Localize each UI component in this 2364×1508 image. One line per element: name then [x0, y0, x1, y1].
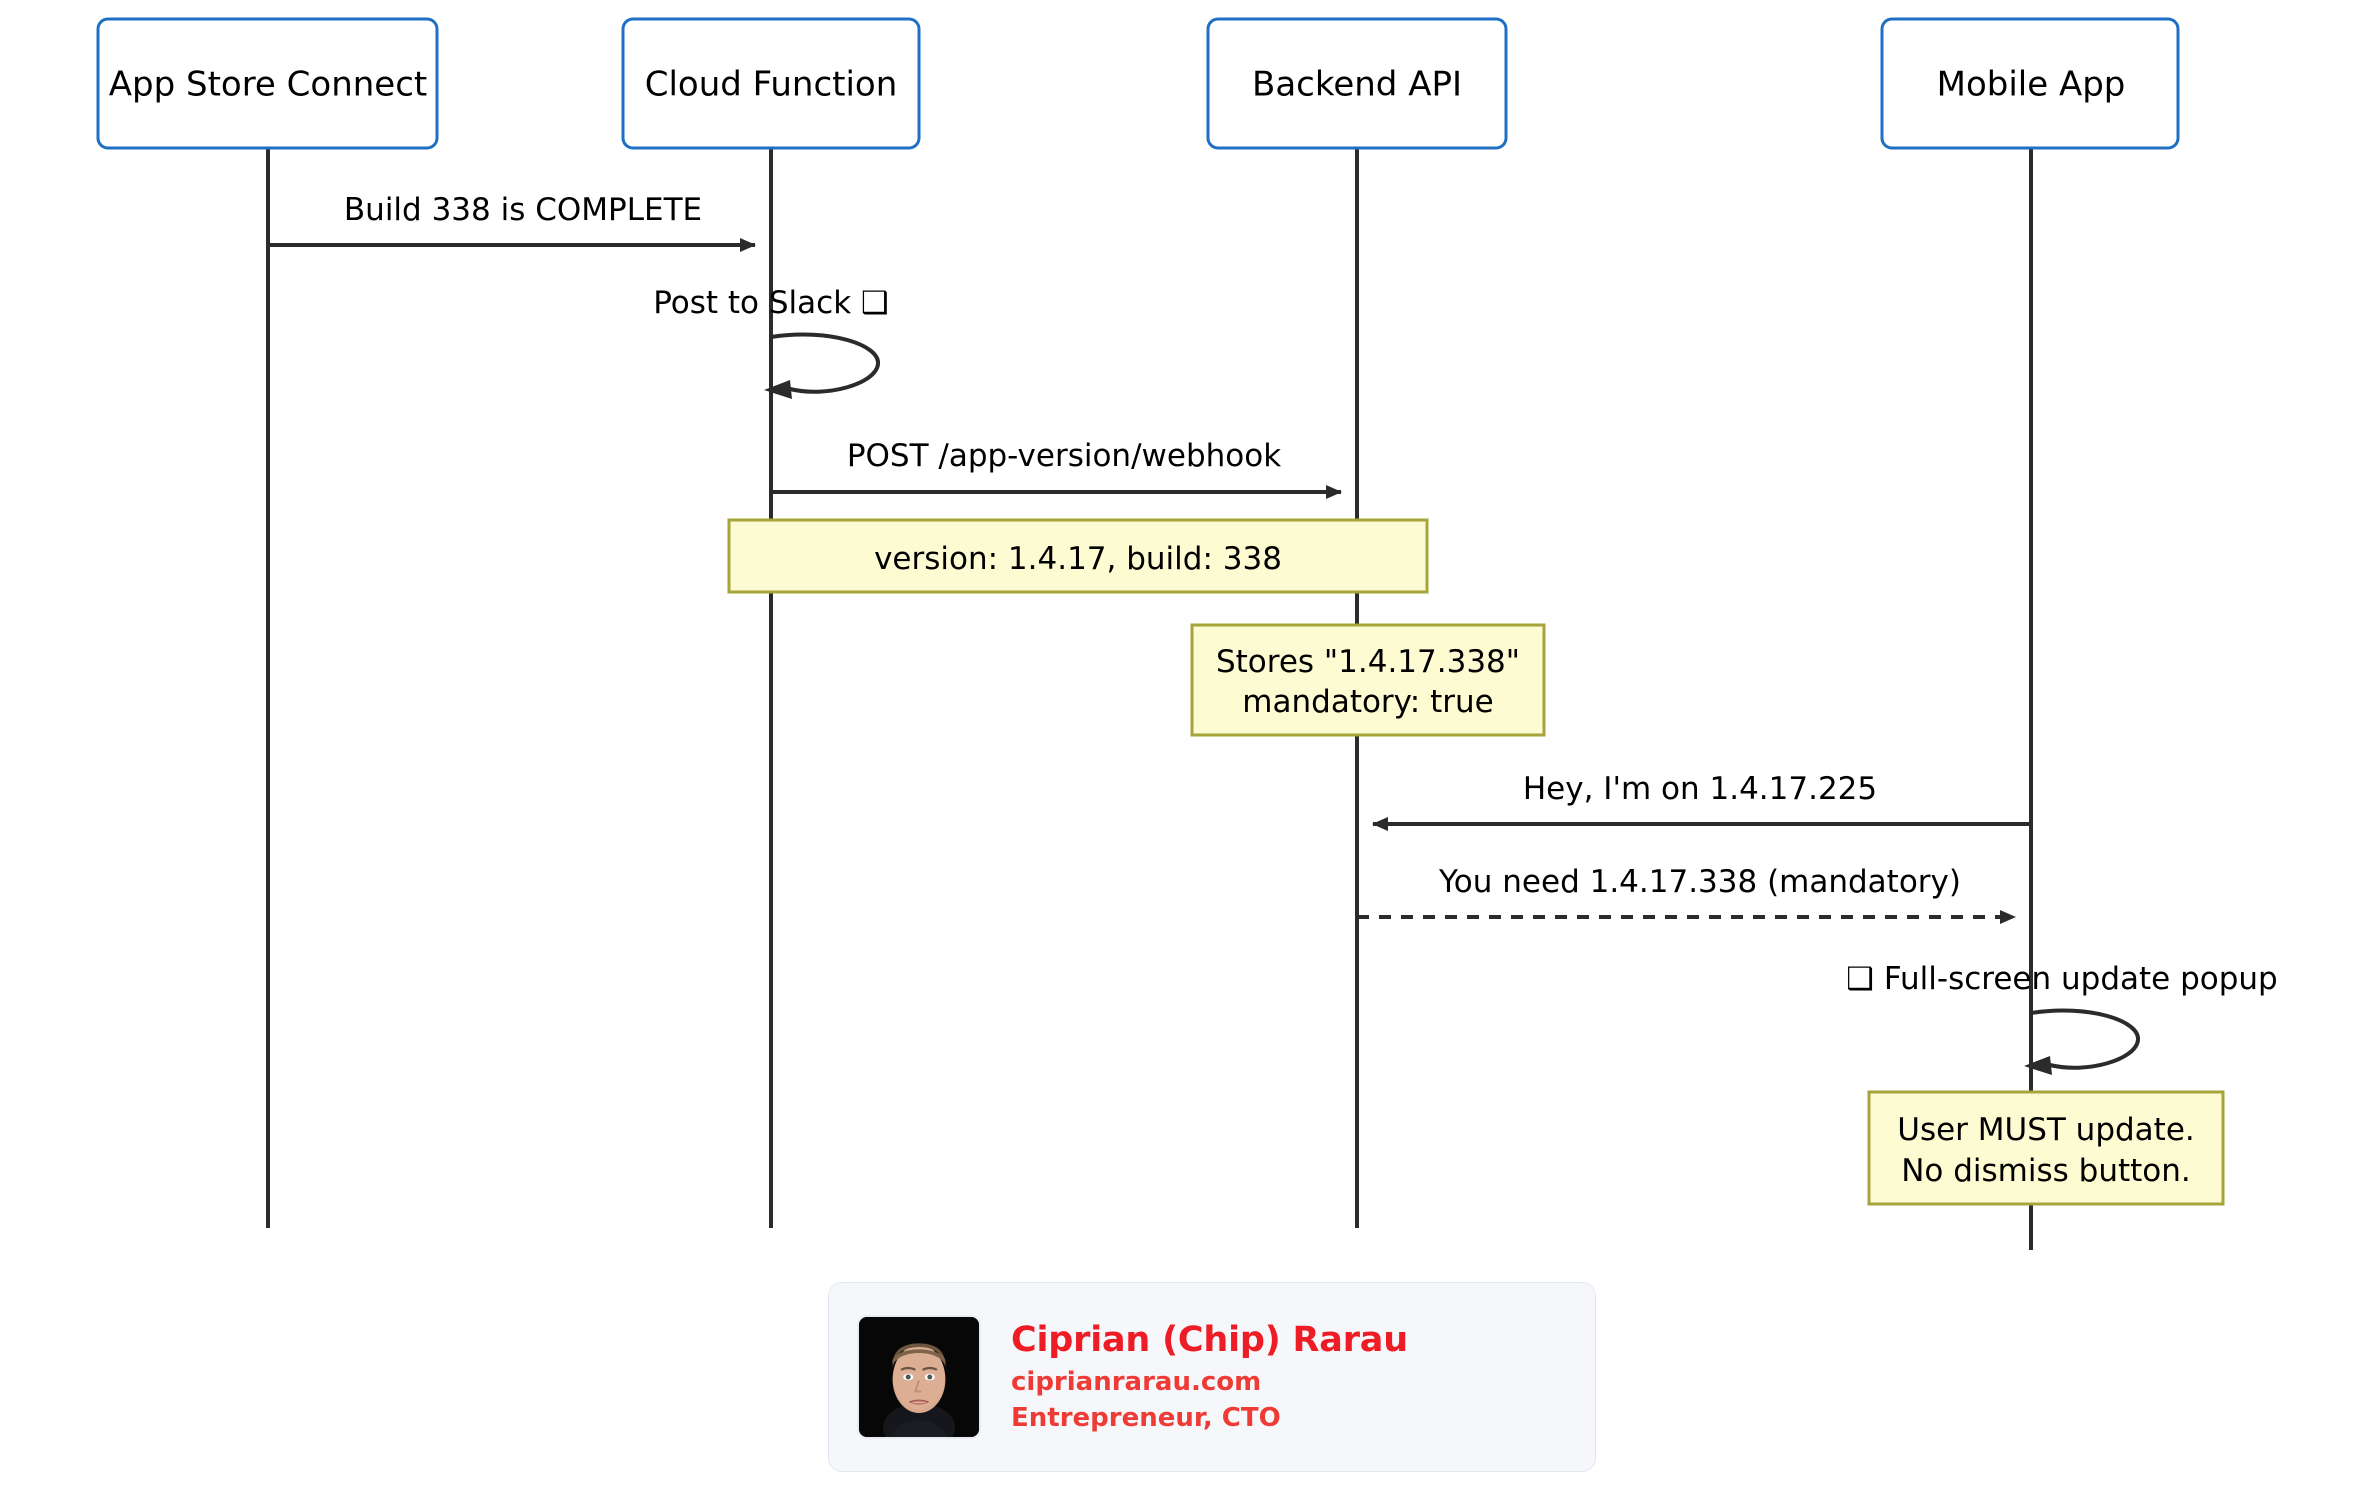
- avatar: [857, 1315, 981, 1439]
- note-box-stores-mandatory: [1190, 623, 1546, 737]
- note-box-version-build: [727, 518, 1429, 594]
- portrait-photo-icon: [859, 1317, 979, 1437]
- participant-box-backend-api[interactable]: [1206, 17, 1508, 150]
- message-selfloop-arrowhead-post-to-slack: [764, 380, 792, 399]
- card-website[interactable]: ciprianrarau.com: [1011, 1367, 1262, 1398]
- note-box-user-must-update: [1867, 1090, 2225, 1206]
- participant-label-app-store-connect: App Store Connect: [109, 65, 427, 105]
- note-text-stores-mandatory-line2: mandatory: true: [1242, 684, 1493, 720]
- participant-app-store-connect[interactable]: App Store Connect: [96, 17, 439, 150]
- message-label-you-need: You need 1.4.17.338 (mandatory): [1438, 864, 1961, 900]
- message-selfloop-post-to-slack: [770, 332, 880, 394]
- participant-label-backend-api: Backend API: [1252, 65, 1462, 105]
- message-label-hey-im-on: Hey, I'm on 1.4.17.225: [1523, 771, 1877, 807]
- message-you-need[interactable]: You need 1.4.17.338 (mandatory): [1357, 864, 2016, 924]
- message-build-complete[interactable]: Build 338 is COMPLETE: [268, 192, 756, 252]
- note-text-stores-mandatory-line1: Stores "1.4.17.338": [1216, 644, 1520, 680]
- message-label-fullscreen-popup: ❑ Full-screen update popup: [1846, 961, 2277, 997]
- participant-cloud-function[interactable]: Cloud Function: [621, 17, 921, 150]
- participant-box-cloud-function[interactable]: [621, 17, 921, 150]
- note-user-must-update: User MUST update. No dismiss button.: [1867, 1090, 2225, 1206]
- participant-box-mobile-app[interactable]: [1880, 17, 2180, 150]
- message-post-to-slack[interactable]: Post to Slack ❑: [653, 285, 889, 399]
- card-role: Entrepreneur, CTO: [1011, 1403, 1281, 1434]
- card-name: Ciprian (Chip) Rarau: [1011, 1320, 1408, 1361]
- note-text-version-build: version: 1.4.17, build: 338: [874, 541, 1282, 577]
- note-text-user-must-update-line1: User MUST update.: [1897, 1112, 2195, 1148]
- participant-box-app-store-connect[interactable]: [96, 17, 439, 150]
- message-post-webhook[interactable]: POST /app-version/webhook: [771, 438, 1342, 499]
- message-label-build-complete: Build 338 is COMPLETE: [344, 192, 702, 228]
- message-hey-im-on[interactable]: Hey, I'm on 1.4.17.225: [1372, 771, 2031, 831]
- message-label-post-webhook: POST /app-version/webhook: [847, 438, 1281, 474]
- participant-mobile-app[interactable]: Mobile App: [1880, 17, 2180, 150]
- message-fullscreen-popup[interactable]: ❑ Full-screen update popup: [1846, 961, 2278, 1075]
- participant-backend-api[interactable]: Backend API: [1206, 17, 1508, 150]
- participant-label-mobile-app: Mobile App: [1937, 65, 2126, 105]
- message-selfloop-fullscreen-popup: [2030, 1008, 2140, 1070]
- business-card: Ciprian (Chip) Rarau ciprianrarau.com En…: [828, 1282, 1596, 1472]
- note-text-user-must-update-line2: No dismiss button.: [1901, 1153, 2191, 1189]
- message-label-post-to-slack: Post to Slack ❑: [653, 285, 889, 321]
- note-stores-mandatory: Stores "1.4.17.338" mandatory: true: [1190, 623, 1546, 737]
- note-version-build: version: 1.4.17, build: 338: [727, 518, 1429, 594]
- message-selfloop-arrowhead-fullscreen-popup: [2024, 1056, 2052, 1075]
- participant-label-cloud-function: Cloud Function: [645, 65, 898, 105]
- card-text-block: Ciprian (Chip) Rarau ciprianrarau.com En…: [1011, 1320, 1408, 1434]
